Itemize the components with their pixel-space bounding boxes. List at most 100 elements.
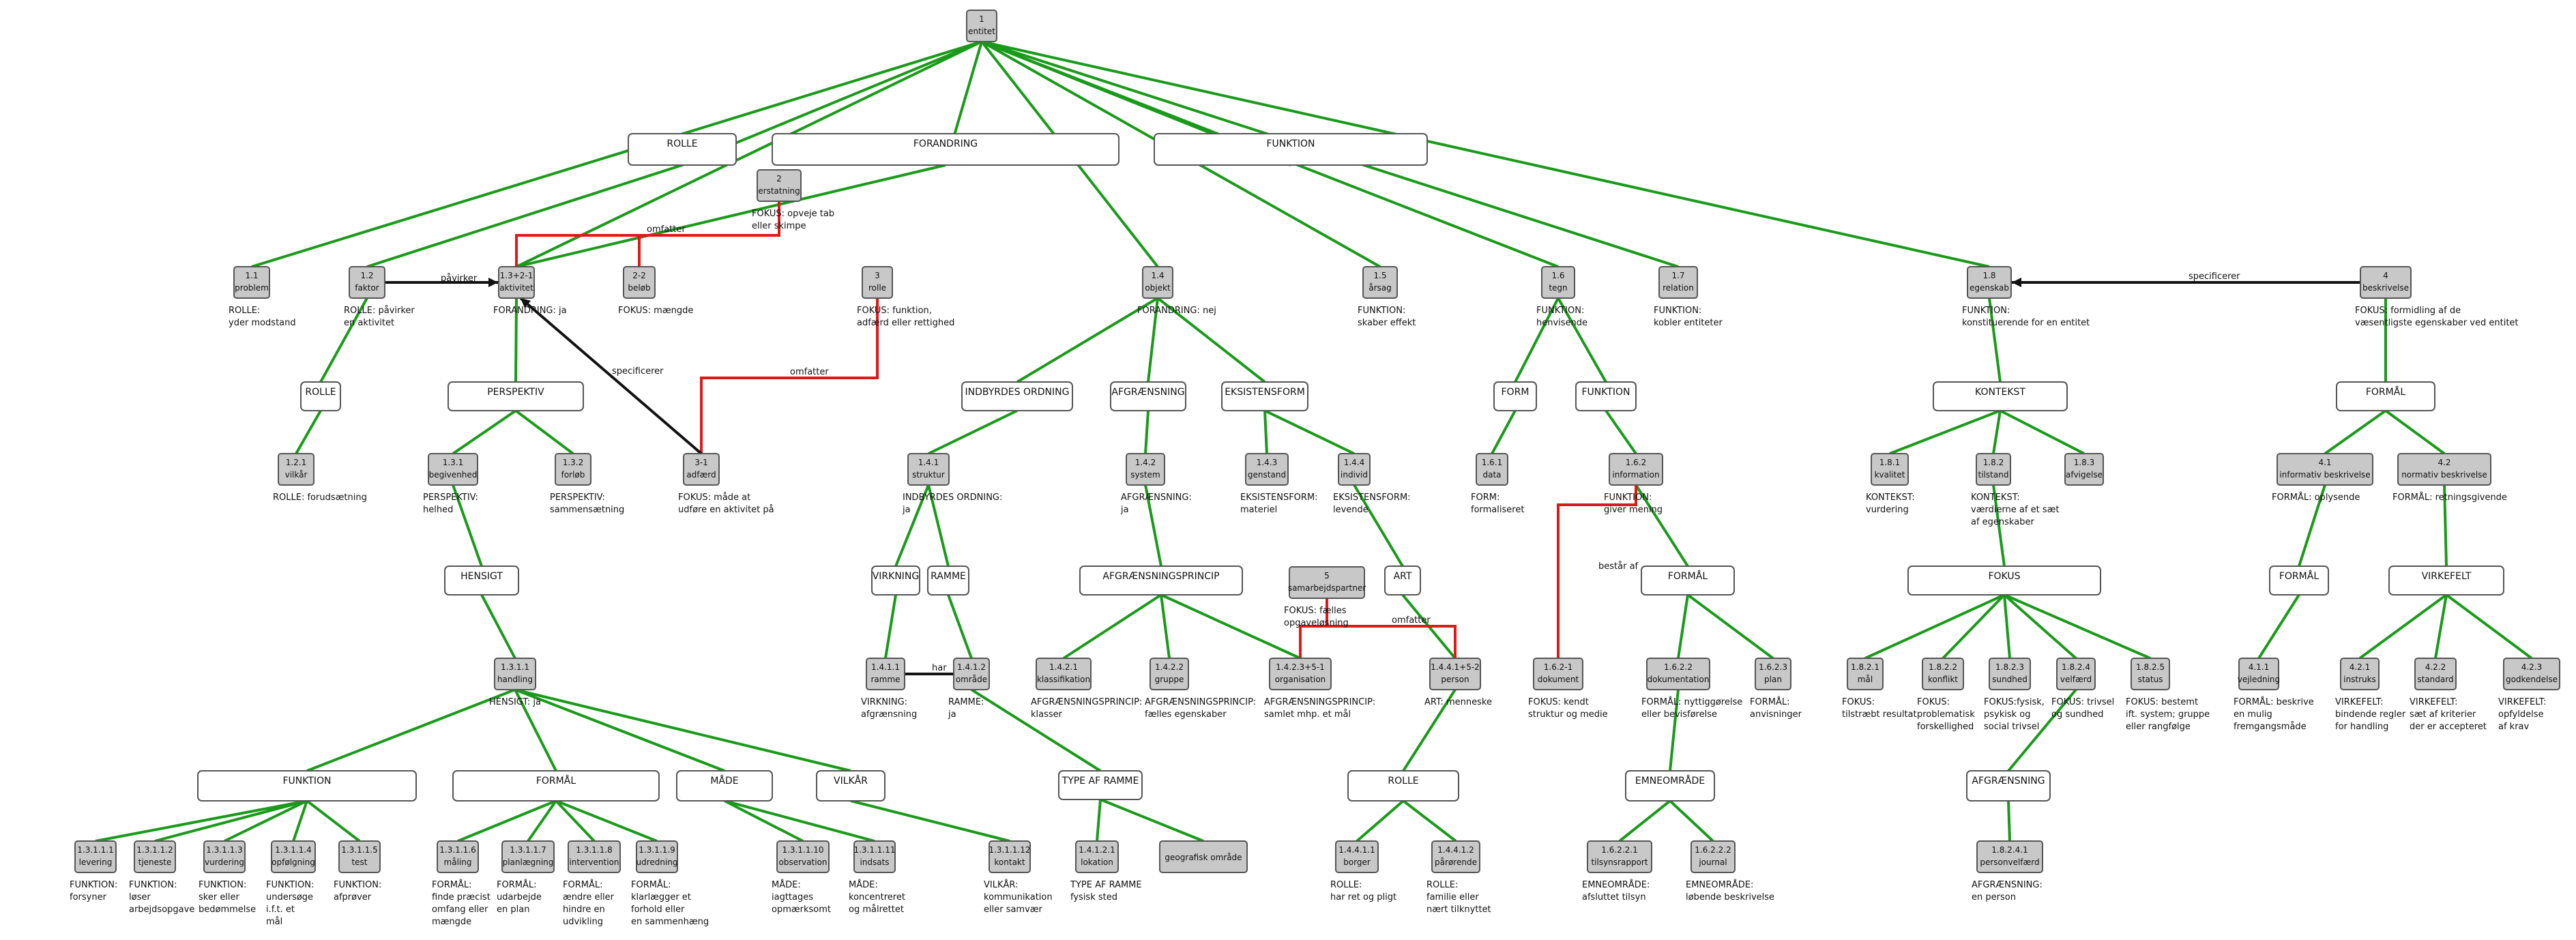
concept-description: bedømmelse — [199, 905, 256, 915]
hierarchy-edge — [1491, 410, 1517, 454]
concept-description: arbejdsopgave — [129, 905, 194, 915]
concept-klassifikation[interactable]: 1.4.2.1klassifikationAFGRÆNSNINGSPRINCIP… — [1031, 658, 1142, 720]
concept-gruppe[interactable]: 1.4.2.2gruppeAFGRÆNSNINGSPRINCIP:fælles … — [1145, 658, 1256, 720]
concept-number: 1.4.1.1 — [871, 662, 900, 672]
concept-entitet[interactable]: 1 entitet — [966, 10, 997, 42]
concept-term: rolle — [868, 283, 886, 293]
concept-observation[interactable]: 1.3.1.1.10observationMÅDE:iagttagesopmær… — [772, 840, 831, 915]
concept-description: løser — [129, 892, 151, 902]
concept-tilsynsrapport[interactable]: 1.6.2.2.1tilsynsrapportEMNEOMRÅDE:afslut… — [1582, 840, 1652, 902]
concept-konflikt[interactable]: 1.8.2.2konfliktFOKUS:problematiskforskel… — [1917, 658, 1975, 732]
concept-description: afgrænsning — [861, 709, 917, 720]
category-frame — [1221, 381, 1308, 411]
concept-description: FOKUS: trivsel — [2051, 697, 2114, 707]
concept-organisation[interactable]: 1.4.2.3+5-1organisationAFGRÆNSNINGSPRINC… — [1264, 658, 1375, 720]
hierarchy-edge — [295, 410, 322, 454]
relation-labels: påvirkeromfatteromfatteromfatterspecific… — [441, 224, 2240, 673]
concept-frame — [1690, 840, 1736, 873]
concept-description: for handling — [2335, 722, 2388, 732]
concept-tjeneste[interactable]: 1.3.1.1.2tjenesteFUNKTION:løserarbejdsop… — [129, 840, 194, 915]
concept-opfolgning[interactable]: 1.3.1.1.4opfølgningFUNKTION:undersøgei.f… — [266, 840, 316, 927]
concept-description: FORM: — [1471, 493, 1499, 503]
concept-term: intervention — [569, 857, 619, 867]
concept-term: pårørende — [1435, 857, 1477, 867]
concept-term: beskrivelse — [2362, 283, 2409, 293]
concept-term: entitet — [968, 27, 995, 36]
concept-number: 4 — [2383, 271, 2388, 280]
hierarchy-edge — [1263, 410, 1268, 454]
hierarchy-edge — [527, 799, 557, 842]
concept-kontakt[interactable]: 1.3.1.1.12kontaktVILKÅR:kommunikationell… — [984, 840, 1053, 915]
hierarchy-edge — [1096, 799, 1102, 842]
concept-number: 1 — [979, 14, 984, 24]
relation-edges — [385, 278, 2360, 675]
hierarchy-edge — [1160, 594, 1171, 659]
category-frame — [1079, 566, 1243, 596]
concept-description: sker eller — [199, 892, 240, 902]
concept-description: MÅDE: — [849, 879, 878, 890]
hierarchy-edge — [981, 40, 1990, 268]
concept-description: RAMME: — [948, 697, 984, 707]
category-virkning: VIRKNING — [871, 566, 920, 596]
concept-geografisk[interactable]: geografisk område — [1159, 840, 1248, 873]
hierarchy-edge — [366, 164, 683, 268]
hierarchy-edge — [928, 409, 1018, 455]
